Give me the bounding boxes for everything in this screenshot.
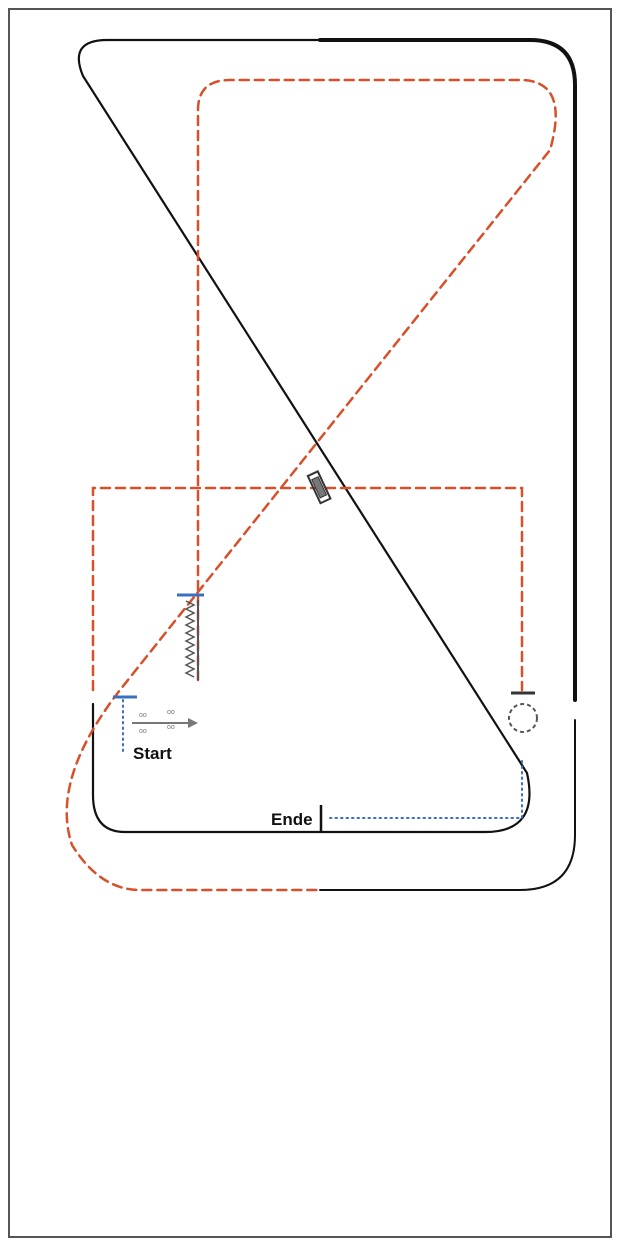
thick-track-top-right	[318, 38, 577, 702]
turn-circle-icon	[508, 691, 538, 733]
center-gate-outer	[306, 470, 332, 505]
thin-track-line	[77, 38, 531, 834]
turn-circle	[508, 703, 538, 733]
zigzag-spring	[184, 600, 196, 678]
right-arrow-icon	[132, 718, 198, 728]
arrow-head	[188, 718, 198, 728]
center-gate-icon	[306, 470, 332, 505]
marker-top-left-label: oo	[139, 712, 147, 719]
start-label: Start	[133, 744, 172, 763]
marker-bottom-right-label: oo	[167, 724, 175, 731]
marker-top-right-label: oo	[167, 709, 175, 716]
marker-bottom-left-label: oo	[139, 728, 147, 735]
slalom-zigzag-icon	[177, 593, 204, 680]
center-gate-inner	[311, 476, 328, 499]
dotted-route	[122, 699, 523, 819]
page-border	[8, 8, 612, 1238]
thick-track-bottom-right	[319, 719, 576, 891]
end-dotted-line	[329, 759, 523, 819]
ende-label: Ende	[271, 810, 313, 829]
